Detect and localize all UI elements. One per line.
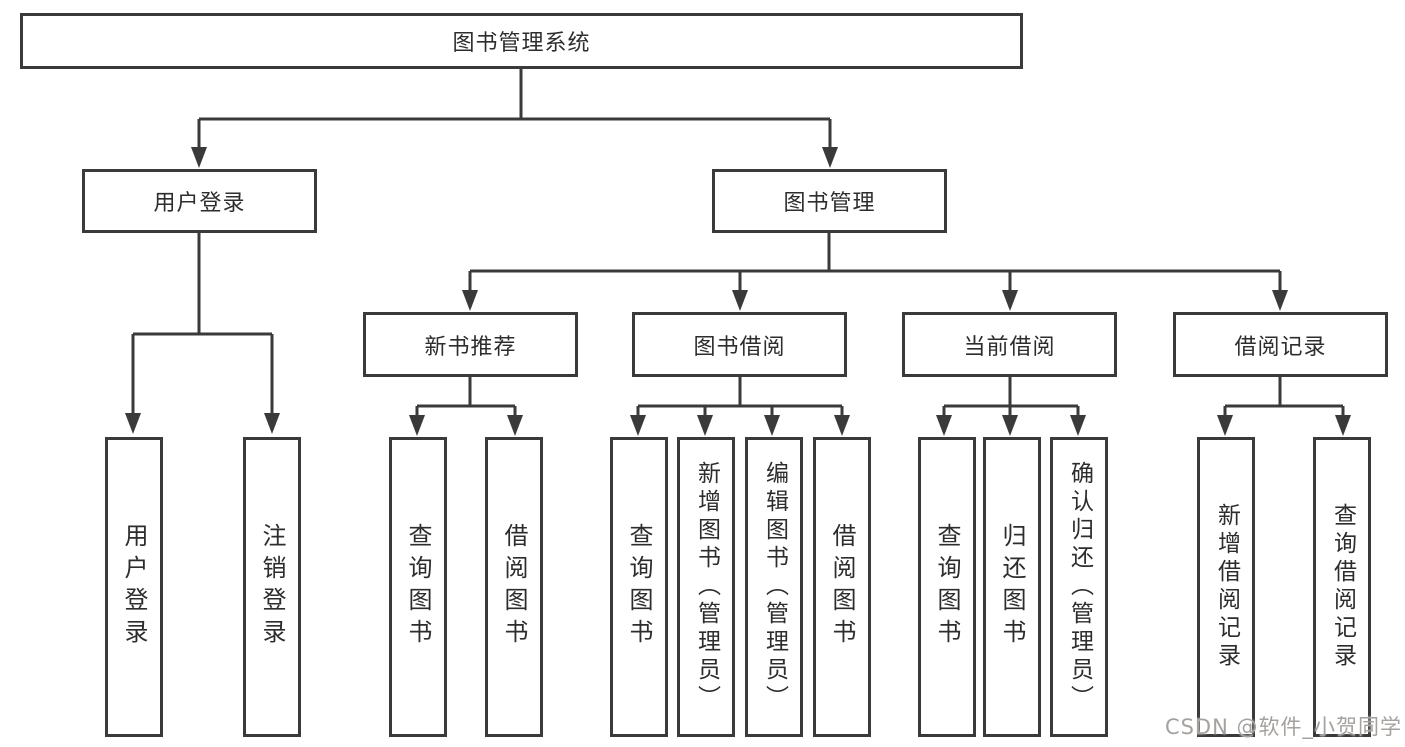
- node-library-management-system: 图书管理系统: [20, 13, 1023, 69]
- node-borrowing-records: 借阅记录: [1173, 312, 1388, 377]
- leaf-borrow-books: 借阅图书: [813, 437, 871, 737]
- node-current-borrowing: 当前借阅: [902, 312, 1117, 377]
- leaf-return-books: 归还图书: [983, 437, 1041, 737]
- leaf-edit-books-admin: 编辑图书（管理员）: [745, 437, 803, 737]
- csdn-watermark: CSDN @软件_小贺同学: [1164, 715, 1402, 739]
- arrowhead-icons: [125, 147, 1351, 436]
- leaf-query-books-recommend: 查询图书: [389, 437, 447, 737]
- leaf-query-borrow-record: 查询借阅记录: [1313, 437, 1371, 737]
- leaf-confirm-return-admin: 确认归还（管理员）: [1050, 437, 1108, 737]
- node-book-borrowing: 图书借阅: [632, 312, 847, 377]
- node-user-login: 用户登录: [82, 169, 317, 233]
- leaf-borrow-books-recommend: 借阅图书: [485, 437, 543, 737]
- leaf-user-login: 用户登录: [105, 437, 163, 737]
- leaf-add-books-admin: 新增图书（管理员）: [677, 437, 735, 737]
- node-book-management: 图书管理: [712, 169, 947, 233]
- leaf-logout: 注销登录: [243, 437, 301, 737]
- leaf-query-books-borrowing: 查询图书: [610, 437, 668, 737]
- leaf-query-books-current: 查询图书: [918, 437, 976, 737]
- node-new-book-recommendation: 新书推荐: [363, 312, 578, 377]
- leaf-add-borrow-record: 新增借阅记录: [1197, 437, 1255, 737]
